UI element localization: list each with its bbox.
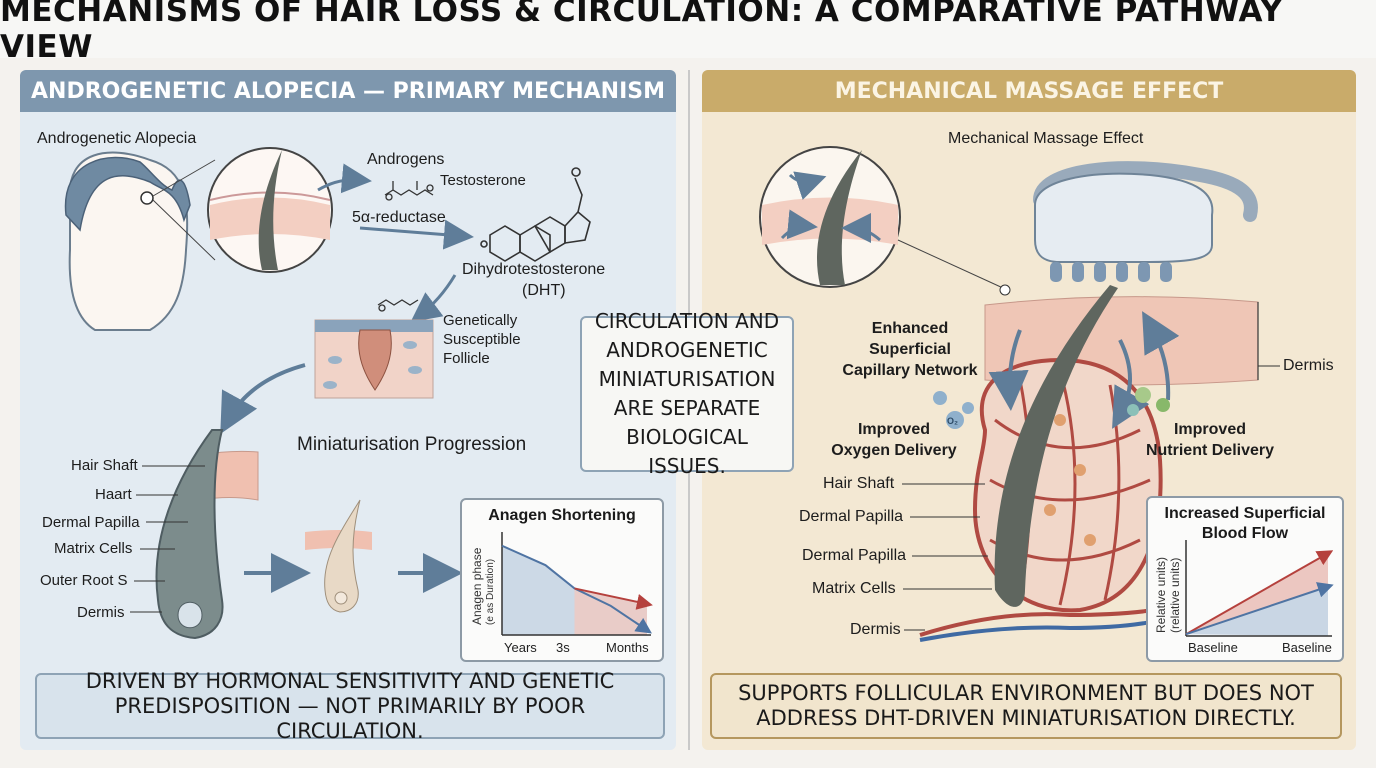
anagen-series-shortened <box>574 587 653 610</box>
alopecia-conclusion: DRIVEN BY HORMONAL SENSITIVITY AND GENET… <box>35 669 665 743</box>
androgens-label: Androgens <box>367 151 445 168</box>
testosterone-molecule <box>384 181 434 201</box>
blood-flow-ylabel-1: Relative units) <box>1154 556 1168 633</box>
center-statement: CIRCULATION AND ANDROGENETIC MINIATURISA… <box>580 309 794 478</box>
capillary-label-line3: Capillary Network <box>842 362 978 379</box>
susceptible-follicle <box>314 319 434 399</box>
right-part-dermal-papilla-2: Dermal Papilla <box>802 547 907 564</box>
anagen-tick-months: Months <box>606 640 649 655</box>
massager-device <box>1033 161 1258 282</box>
blood-flow-tick-1: Baseline <box>1188 640 1238 655</box>
testosterone-label: Testosterone <box>440 172 526 189</box>
o2-label: O₂ <box>947 416 958 426</box>
blood-flow-chart-plot <box>1185 540 1334 637</box>
blood-flow-chart-title: Increased Superficial Blood Flow <box>1164 505 1326 542</box>
hair-follicle-diagram <box>155 429 259 640</box>
nutrient-label-line2: Nutrient Delivery <box>1145 442 1275 459</box>
blood-flow-series-baseline <box>1185 582 1334 636</box>
page-title: MECHANISMS OF HAIR LOSS & CIRCULATION: A… <box>0 0 1376 65</box>
head-illustration <box>64 151 216 331</box>
left-part-dermis: Dermis <box>77 604 125 621</box>
follicle-label: Genetically Susceptible Follicle <box>443 311 521 368</box>
left-part-matrix-cells: Matrix Cells <box>54 540 133 557</box>
follicle-label-line3: Follicle <box>443 350 490 367</box>
right-part-hair-shaft: Hair Shaft <box>823 475 895 492</box>
oxygen-label-line2: Oxygen Delivery <box>831 442 957 459</box>
dht-label-line2: (DHT) <box>522 282 566 299</box>
right-part-matrix-cells: Matrix Cells <box>812 580 896 597</box>
right-part-dermis: Dermis <box>850 621 901 638</box>
anagen-early-area <box>502 545 575 635</box>
anagen-tick-3s: 3s <box>556 640 570 655</box>
anagen-chart-title: Anagen Shortening <box>488 507 636 524</box>
anagen-chart-ylabel-1: Anagen phase <box>470 547 484 625</box>
alopecia-panel-header: ANDROGENETIC ALOPECIA — PRIMARY MECHANIS… <box>20 70 676 112</box>
progression-label: Miniaturisation Progression <box>297 434 527 455</box>
nutrient-label: Improved Nutrient Delivery <box>1143 419 1277 461</box>
massage-subtitle: Mechanical Massage Effect <box>948 130 1144 147</box>
anagen-chart-ylabel-2: (e as Duration) <box>485 558 496 625</box>
left-part-hair-shaft: Hair Shaft <box>71 457 138 474</box>
left-part-dermal-papilla: Dermal Papilla <box>42 514 140 531</box>
blood-flow-chart: Increased Superficial Blood Flow Relativ… <box>1146 496 1344 662</box>
dht-molecule <box>480 167 591 262</box>
follicle-label-line2: Susceptible <box>443 331 521 348</box>
massage-conclusion: SUPPORTS FOLLICULAR ENVIRONMENT BUT DOES… <box>710 673 1342 739</box>
anagen-chart: Anagen Shortening Anagen phase (e as Dur… <box>460 498 664 662</box>
nutrient-label-line1: Improved <box>1173 421 1246 438</box>
left-part-outer-root: Outer Root S <box>40 572 128 589</box>
left-part-haart: Haart <box>95 486 132 503</box>
capillary-label-line2: Superficial <box>869 341 951 358</box>
follicle-label-line1: Genetically <box>443 312 518 329</box>
dht-label-line1: Dihydrotestosterone <box>462 261 606 278</box>
alopecia-subtitle: Androgenetic Alopecia <box>37 130 197 147</box>
scalp-magnifier <box>207 147 333 273</box>
blood-flow-tick-2: Baseline <box>1282 640 1332 655</box>
oxygen-label: Improved Oxygen Delivery <box>830 419 958 461</box>
capillary-label: Enhanced Superficial Capillary Network <box>842 318 978 381</box>
oxygen-label-line1: Improved <box>857 421 930 438</box>
blood-flow-series-massage <box>1185 550 1334 636</box>
capillary-label-line1: Enhanced <box>871 320 949 337</box>
massage-panel-header: MECHANICAL MASSAGE EFFECT <box>702 70 1356 112</box>
miniaturised-follicle <box>305 499 372 613</box>
reductase-label: 5α-reductase <box>352 209 446 226</box>
dermis-top-label: Dermis <box>1283 357 1334 374</box>
blood-flow-ylabel-2: (relative units) <box>1168 557 1182 633</box>
right-part-dermal-papilla-1: Dermal Papilla <box>799 508 904 525</box>
massage-magnifier <box>759 146 1011 296</box>
anagen-chart-plot <box>501 532 653 636</box>
anagen-tick-years: Years <box>504 640 537 655</box>
